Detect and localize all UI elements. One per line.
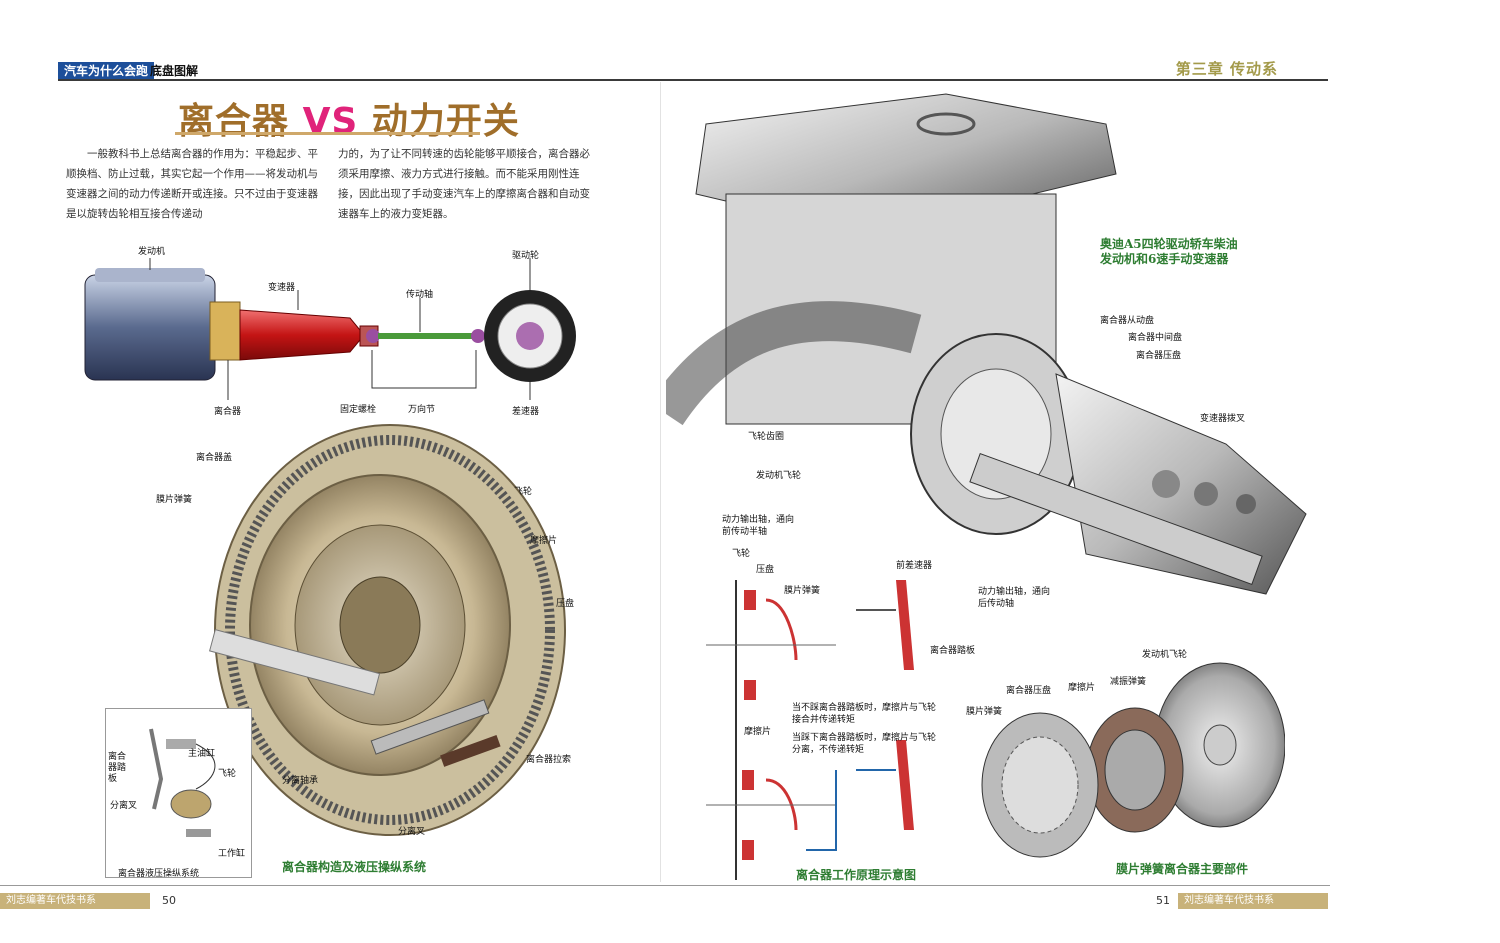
title-underline [175, 132, 480, 135]
inset-caption: 离合器液压操纵系统 [118, 869, 200, 879]
principle-label-pressure: 压盘 [756, 565, 775, 575]
label-engine-flywheel: 发动机飞轮 [756, 471, 802, 481]
principle-label-friction: 摩擦片 [744, 727, 772, 737]
hydraulic-inset [105, 708, 252, 878]
principle-label-pedal: 离合器踏板 [930, 646, 976, 656]
inset-label-master: 主油缸 [188, 749, 216, 759]
label-transmission: 变速器 [268, 283, 296, 293]
inset-label-fork: 分离叉 [110, 801, 138, 811]
label-intermediate-plate: 离合器中间盘 [1128, 333, 1183, 343]
label-flywheel: 飞轮 [514, 487, 533, 497]
label-output-rear: 动力输出轴，通向后传动轴 [978, 587, 1051, 609]
label-front-diff: 前差速器 [896, 561, 933, 571]
principle-label-flywheel: 飞轮 [732, 549, 751, 559]
drivetrain-diagram [84, 258, 576, 400]
book-tag: 汽车为什么会跑 [58, 62, 155, 80]
main-parts-illustration [981, 662, 1285, 858]
label-diaphragm: 膜片弹簧 [156, 495, 193, 505]
cutaway-caption-line1: 奥迪A5四轮驱动轿车柴油 [1100, 237, 1238, 251]
label-ujoint: 万向节 [408, 405, 436, 415]
label-differential: 差速器 [512, 407, 540, 417]
principle-label-diaphragm: 膜片弹簧 [784, 586, 821, 596]
label-drive-wheel: 驱动轮 [512, 251, 540, 261]
label-output-front: 动力输出轴，通向前传动半轴 [722, 515, 795, 537]
page-title: 离合器 VS 动力开关 [178, 92, 520, 144]
parts-label-pressure-plate: 离合器压盘 [1006, 686, 1052, 696]
label-friction: 摩擦片 [530, 536, 558, 546]
clutch-assembly-caption: 离合器构造及液压操纵系统 [282, 860, 427, 874]
page-number-right: 51 [1156, 894, 1170, 907]
engine-cutaway-illustration [666, 93, 1307, 595]
label-clutch: 离合器 [214, 407, 242, 417]
parts-label-damper: 减振弹簧 [1110, 677, 1147, 687]
label-cable: 离合器拉索 [526, 755, 572, 765]
principle-note-disengaged: 当踩下离合器踏板时，摩擦片与飞轮分离，不传递转矩 [792, 733, 937, 755]
inset-label-flywheel: 飞轮 [218, 769, 237, 779]
cutaway-caption-line2: 发动机和6速手动变速器 [1100, 252, 1229, 266]
footer-bar-left: 刘志编著车代技书系 [0, 893, 150, 909]
footer-bar-right: 刘志编著车代技书系 [1178, 893, 1328, 909]
label-pressure-plate: 离合器压盘 [1136, 351, 1182, 361]
page-gutter [660, 82, 661, 882]
intro-col2: 力的，为了让不同转速的齿轮能够平顺接合，离合器必须采用摩擦、液力方式进行接触。而… [338, 148, 590, 220]
section-tag: 底盘图解 [150, 64, 199, 78]
label-fork: 分离叉 [398, 827, 426, 837]
hydraulic-sketch [149, 728, 216, 837]
parts-label-diaphragm: 膜片弹簧 [966, 707, 1003, 717]
footer-rule [0, 885, 1330, 886]
header-rule [58, 79, 1328, 81]
inset-label-slave: 工作缸 [218, 849, 246, 859]
principle-note-engaged: 当不踩离合器踏板时，摩擦片与飞轮接合并传递转矩 [792, 703, 937, 725]
title-part2: 动力开关 [371, 100, 520, 142]
clutch-assembly-illustration [209, 424, 566, 836]
parts-label-friction: 摩擦片 [1068, 683, 1096, 693]
label-shift-fork: 变速器拨叉 [1200, 414, 1246, 424]
parts-caption: 膜片弹簧离合器主要部件 [1116, 862, 1249, 876]
footer-left-text: 刘志编著车代技书系 [6, 895, 96, 906]
label-shaft: 传动轴 [406, 290, 434, 300]
label-bolts: 固定螺栓 [340, 405, 377, 415]
label-pressure: 压盘 [556, 599, 575, 609]
chapter-title: 第三章 传动系 [1175, 60, 1278, 78]
principle-caption: 离合器工作原理示意图 [796, 868, 917, 882]
label-flywheel-ring: 飞轮齿圈 [748, 432, 785, 442]
title-vs: VS [302, 101, 359, 142]
title-part1: 离合器 [178, 100, 290, 142]
page-number-left: 50 [162, 894, 176, 907]
label-driven-plate: 离合器从动盘 [1100, 316, 1155, 326]
intro-col1: 一般教科书上总结离合器的作用为：平稳起步、平顺换档、防止过载，其实它起一个作用—… [66, 148, 318, 220]
label-engine: 发动机 [138, 247, 166, 257]
principle-schematic [706, 580, 914, 880]
parts-label-flywheel: 发动机飞轮 [1142, 650, 1188, 660]
label-release-bearing: 分离轴承 [282, 776, 319, 786]
footer-right-text: 刘志编著车代技书系 [1184, 895, 1274, 906]
inset-label-pedal: 离合器踏板 [108, 752, 127, 784]
label-cover: 离合器盖 [196, 453, 233, 463]
